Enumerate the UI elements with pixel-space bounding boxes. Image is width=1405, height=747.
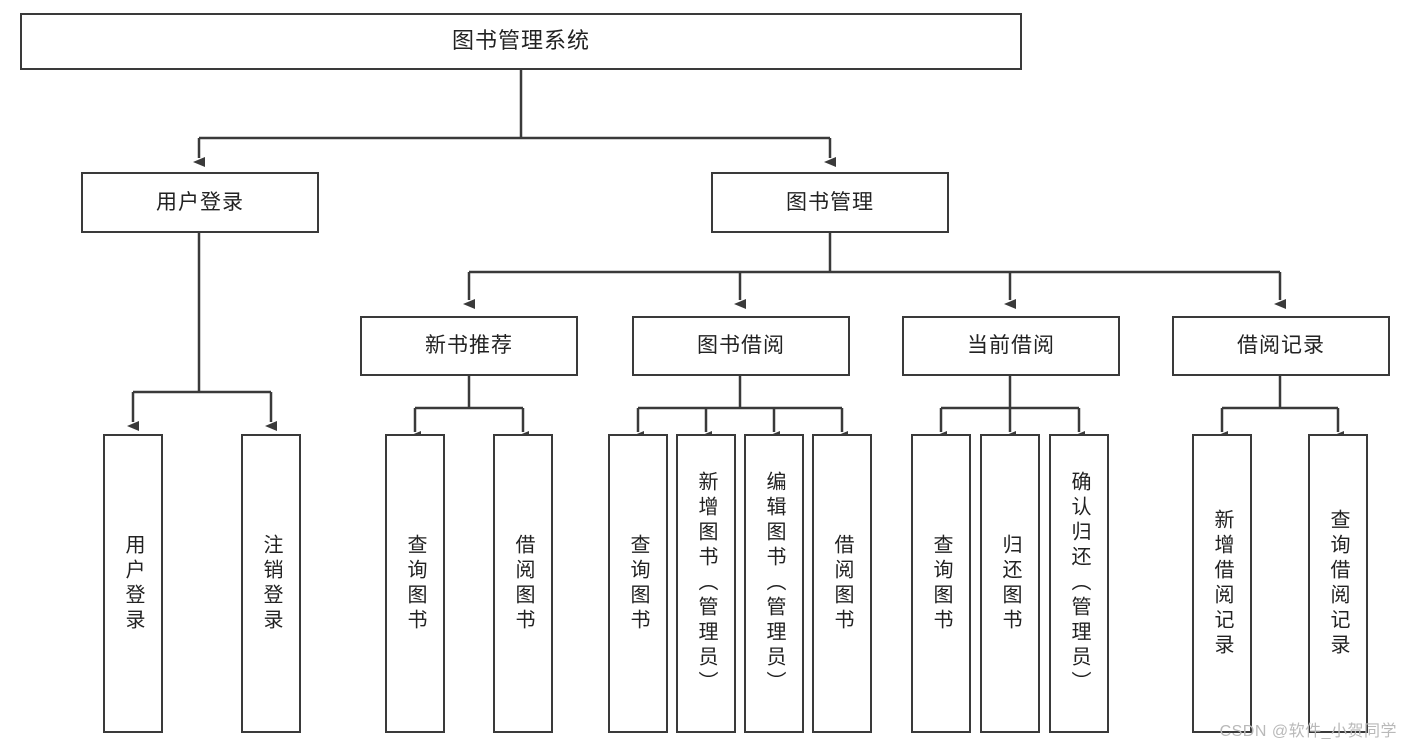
node-label: 当前借阅 <box>967 334 1055 358</box>
leaf-book-borrow-edit-book-admin[interactable]: 编辑图书（管理员） <box>744 434 804 733</box>
leaf-current-borrow-confirm-return-admin[interactable]: 确认归还（管理员） <box>1049 434 1109 733</box>
node-label: 查询图书 <box>930 533 952 634</box>
node-label: 借阅图书 <box>512 533 534 634</box>
leaf-borrow-record-add-record[interactable]: 新增借阅记录 <box>1192 434 1252 733</box>
node-book-borrowing[interactable]: 图书借阅 <box>632 316 850 376</box>
node-label: 注销登录 <box>260 533 282 634</box>
node-label: 借阅记录 <box>1237 334 1325 358</box>
node-label: 图书借阅 <box>697 334 785 358</box>
node-book-management[interactable]: 图书管理 <box>711 172 949 233</box>
node-label: 借阅图书 <box>831 533 853 634</box>
leaf-book-borrow-query-book[interactable]: 查询图书 <box>608 434 668 733</box>
node-label: 归还图书 <box>999 533 1021 634</box>
node-label: 查询图书 <box>404 533 426 634</box>
node-label: 图书管理 <box>786 190 874 214</box>
csdn-watermark: CSDN @软件_小贺同学 <box>1219 723 1397 740</box>
node-label: 用户登录 <box>156 190 244 214</box>
node-label: 新增借阅记录 <box>1211 508 1233 659</box>
node-label: 图书管理系统 <box>451 28 590 54</box>
leaf-user-login-logout[interactable]: 注销登录 <box>241 434 301 733</box>
node-label: 查询借阅记录 <box>1327 508 1349 659</box>
node-root-book-management-system[interactable]: 图书管理系统 <box>20 13 1022 70</box>
node-borrowing-records[interactable]: 借阅记录 <box>1172 316 1390 376</box>
node-label: 确认归还（管理员） <box>1068 471 1090 696</box>
leaf-book-borrow-add-book-admin[interactable]: 新增图书（管理员） <box>676 434 736 733</box>
leaf-new-book-query-book[interactable]: 查询图书 <box>385 434 445 733</box>
leaf-user-login-signin[interactable]: 用户登录 <box>103 434 163 733</box>
node-label: 用户登录 <box>122 533 144 634</box>
leaf-current-borrow-return-book[interactable]: 归还图书 <box>980 434 1040 733</box>
node-new-book-recommendation[interactable]: 新书推荐 <box>360 316 578 376</box>
node-label: 编辑图书（管理员） <box>763 471 785 696</box>
node-label: 新书推荐 <box>425 334 513 358</box>
node-current-borrowing[interactable]: 当前借阅 <box>902 316 1120 376</box>
node-user-login[interactable]: 用户登录 <box>81 172 319 233</box>
node-label: 新增图书（管理员） <box>695 471 717 696</box>
leaf-new-book-borrow-book[interactable]: 借阅图书 <box>493 434 553 733</box>
leaf-borrow-record-query-record[interactable]: 查询借阅记录 <box>1308 434 1368 733</box>
node-label: 查询图书 <box>627 533 649 634</box>
leaf-current-borrow-query-book[interactable]: 查询图书 <box>911 434 971 733</box>
leaf-book-borrow-borrow-book[interactable]: 借阅图书 <box>812 434 872 733</box>
